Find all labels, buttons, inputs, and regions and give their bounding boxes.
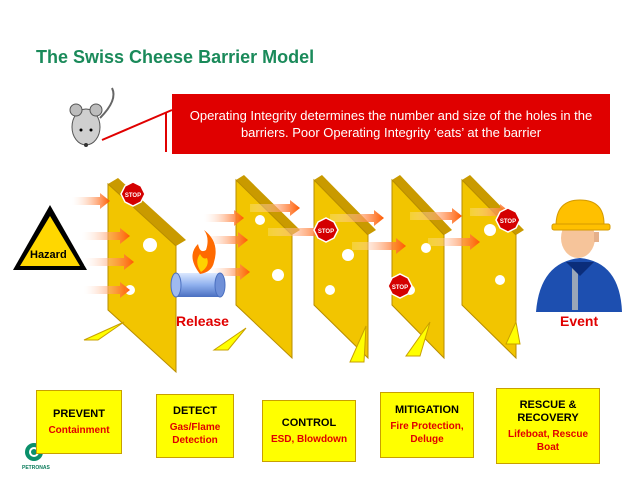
logo-text: PETRONAS — [22, 465, 50, 471]
callout-heading: RESCUE & RECOVERY — [517, 398, 579, 424]
barrier-3 — [313, 175, 376, 360]
barrier-4 — [391, 175, 452, 360]
mouse-icon — [69, 87, 115, 147]
callout-heading: CONTROL — [281, 416, 337, 429]
stop-sign-icon: STOP — [120, 181, 146, 207]
callout-sub: Lifeboat, Rescue Boat — [507, 428, 589, 453]
svg-text:STOP: STOP — [125, 193, 141, 199]
callout-rescue-recovery: RESCUE & RECOVERY Lifeboat, Rescue Boat — [496, 388, 600, 464]
svg-text:STOP: STOP — [500, 219, 516, 225]
stop-sign-icon: STOP — [495, 207, 521, 233]
hazard-sign-icon — [13, 205, 87, 270]
worker-icon — [536, 199, 622, 312]
svg-text:STOP: STOP — [318, 229, 334, 235]
callout-prevent: PREVENT Containment — [36, 390, 122, 454]
hazard-arrows — [72, 193, 510, 298]
callout-sub: Containment — [48, 424, 110, 436]
page-title: The Swiss Cheese Barrier Model — [36, 47, 315, 67]
stop-sign-icon: STOP — [387, 273, 413, 299]
hazard-label: Hazard — [30, 249, 67, 261]
callout-sub: Gas/Flame Detection — [169, 422, 221, 446]
callout-detect: DETECT Gas/Flame Detection — [156, 394, 234, 458]
callout-sub: Fire Protection, Deluge — [390, 421, 464, 445]
callout-heading: PREVENT — [53, 407, 105, 420]
callout-heading: MITIGATION — [395, 404, 459, 416]
pipe-icon — [170, 272, 226, 298]
callout-heading: DETECT — [173, 405, 217, 417]
svg-text:STOP: STOP — [392, 285, 408, 291]
event-label: Event — [560, 313, 599, 329]
operating-integrity-note: Operating Integrity determines the numbe… — [172, 94, 610, 154]
flame-icon — [192, 230, 216, 274]
stop-sign-icon: STOP — [313, 217, 339, 243]
callout-sub: ESD, Blowdown — [270, 433, 348, 445]
callout-mitigation: MITIGATION Fire Protection, Deluge — [380, 392, 474, 458]
callout-control: CONTROL ESD, Blowdown — [262, 400, 356, 462]
release-label: Release — [176, 313, 229, 329]
